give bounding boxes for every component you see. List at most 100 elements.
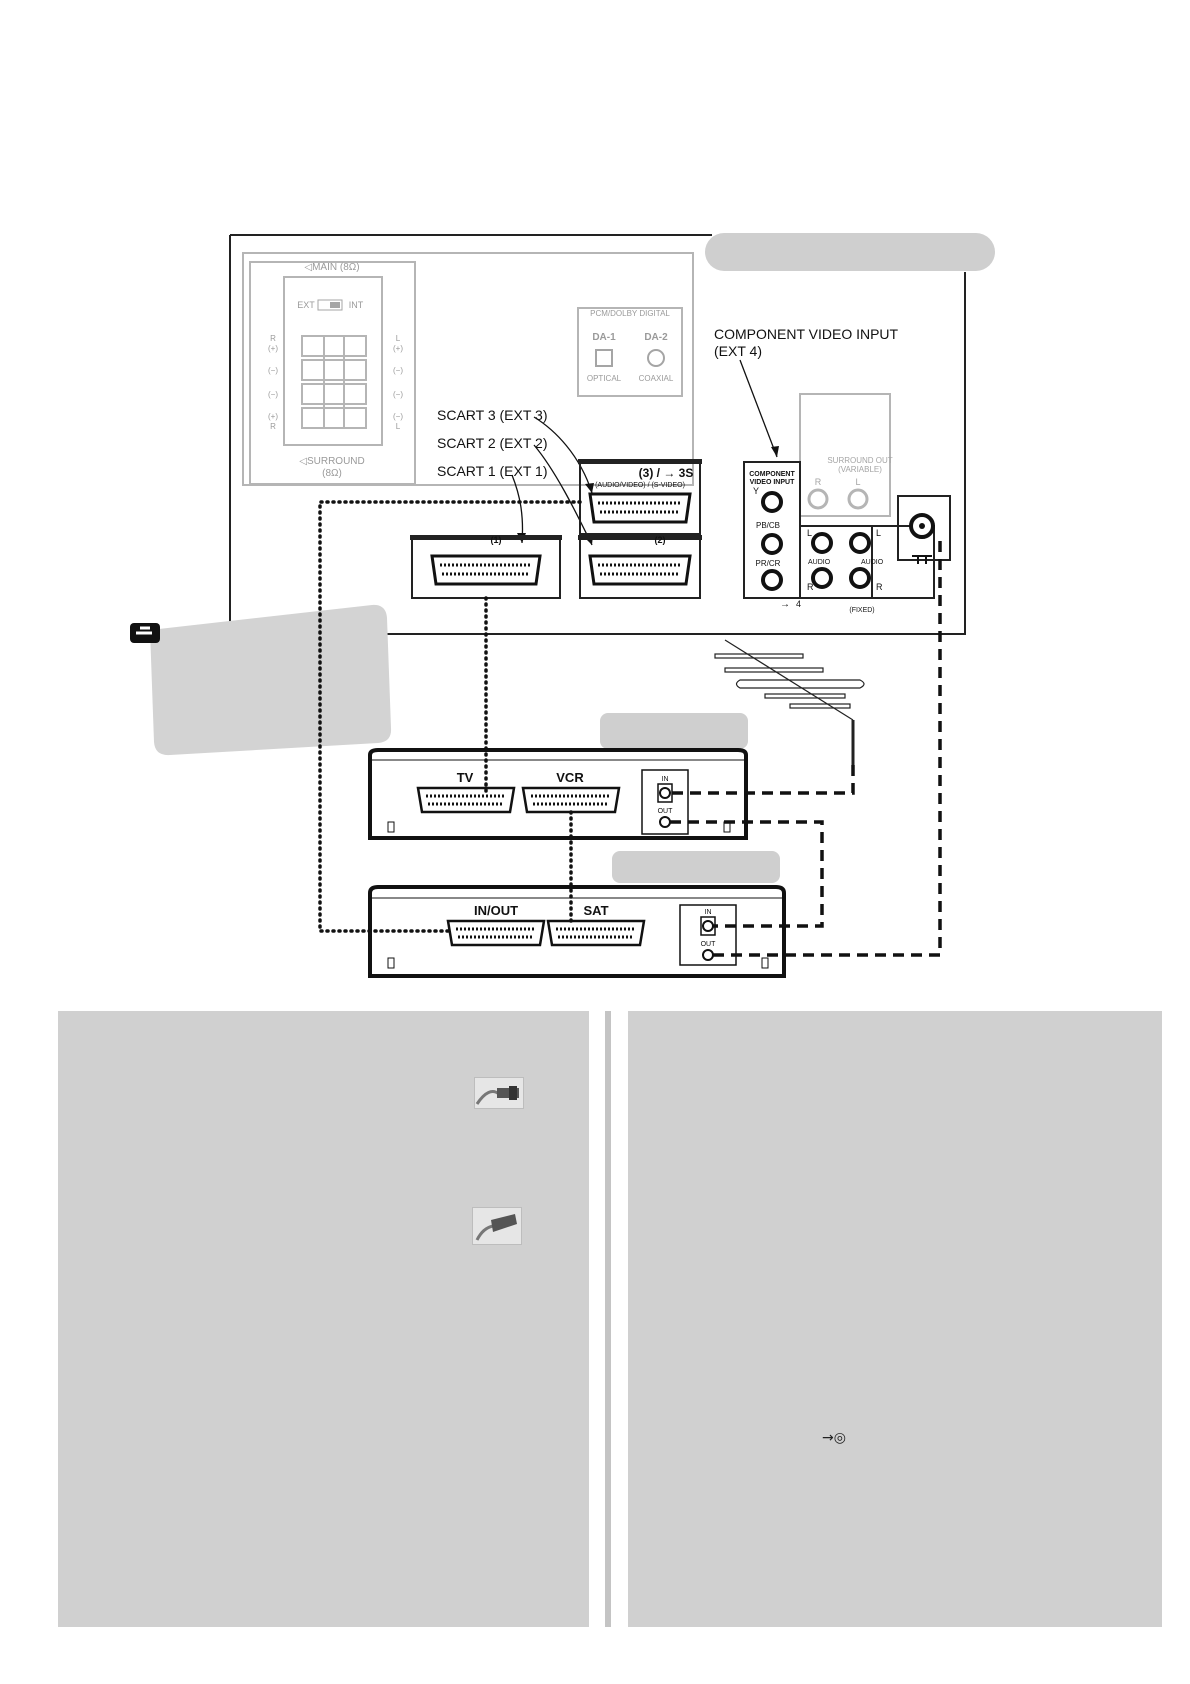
polarity-l: L bbox=[396, 334, 401, 343]
ext-label: EXT bbox=[297, 300, 315, 310]
surround-r: R bbox=[815, 477, 822, 487]
da1-label: DA-1 bbox=[592, 332, 616, 343]
note-box bbox=[150, 604, 392, 756]
antenna-icon bbox=[714, 639, 865, 721]
tv-rear-panel bbox=[229, 234, 966, 635]
device2-rf-panel bbox=[679, 904, 737, 966]
ext4-audio-r-jack[interactable] bbox=[811, 567, 833, 589]
fixed-audio-l: L bbox=[876, 528, 881, 538]
scart3-sub: (AUDIO/VIDEO) / (S-VIDEO) bbox=[595, 482, 685, 489]
rf-cables bbox=[670, 537, 942, 957]
scart-cable-icon bbox=[472, 1207, 522, 1245]
scart1-header: (1) bbox=[491, 535, 502, 545]
ext4-audio-l-jack[interactable] bbox=[811, 532, 833, 554]
device1-tv-label: TV bbox=[457, 770, 474, 785]
scart-cable-ext3-to-sat-inout bbox=[318, 500, 582, 933]
device2-out-label: OUT bbox=[701, 941, 717, 948]
polarity-minus-3: (−) bbox=[393, 366, 403, 375]
component-box-line2: VIDEO INPUT bbox=[750, 479, 795, 486]
variable-label: (VARIABLE) bbox=[838, 465, 882, 474]
device2-sat-scart[interactable] bbox=[546, 919, 646, 947]
scart3-socket[interactable] bbox=[588, 492, 692, 524]
device1-label-pill bbox=[600, 713, 748, 749]
y-jack[interactable] bbox=[761, 491, 783, 513]
scart2-header: (2) bbox=[655, 535, 666, 545]
polarity-minus-1: (−) bbox=[268, 366, 278, 375]
pr-label: PR/CR bbox=[756, 559, 781, 568]
ext4-audio-l: L bbox=[807, 528, 812, 538]
component-callout: COMPONENT VIDEO INPUT bbox=[714, 326, 899, 342]
polarity-r: R bbox=[270, 334, 276, 343]
speaker-terminals bbox=[301, 335, 367, 429]
device2-inout-scart[interactable] bbox=[446, 919, 546, 947]
device1-tv-scart[interactable] bbox=[416, 786, 516, 814]
right-info-panel bbox=[628, 1011, 1162, 1627]
scart3-callout: SCART 3 (EXT 3) bbox=[437, 407, 547, 423]
scart3-header: (3) / → 3S bbox=[639, 466, 694, 480]
surround-out-label: SURROUND OUT bbox=[827, 456, 892, 465]
device1-vcr-label: VCR bbox=[556, 770, 584, 785]
fixed-audio-frame bbox=[871, 525, 935, 599]
device1-rf-out[interactable] bbox=[659, 816, 671, 828]
coaxial-port bbox=[647, 349, 665, 367]
polarity-minus-5: (−) bbox=[393, 412, 403, 421]
polarity-r-2: R bbox=[270, 422, 276, 431]
digital-out-frame bbox=[577, 307, 683, 397]
speaker-terminal-block bbox=[283, 276, 383, 446]
scart1-socket[interactable] bbox=[430, 554, 542, 586]
rf-cable-sat-to-tv bbox=[713, 537, 942, 957]
scart1-callout: SCART 1 (EXT 1) bbox=[437, 463, 547, 479]
surround-r-jack bbox=[807, 488, 829, 510]
device1-in-label: IN bbox=[662, 776, 669, 783]
polarity-l-2: L bbox=[396, 422, 401, 431]
ext4-number: 4 bbox=[796, 599, 801, 609]
scart2-socket[interactable] bbox=[588, 554, 692, 586]
device1-rf-in[interactable] bbox=[659, 787, 671, 799]
ext4-audio-r: R bbox=[807, 582, 814, 592]
rf-cable-vcr-to-sat bbox=[670, 820, 824, 928]
fixed-audio-r: R bbox=[876, 582, 883, 592]
tv-label-pill bbox=[705, 233, 995, 271]
input-arrow-icon: →◎ bbox=[822, 1430, 846, 1446]
pr-jack[interactable] bbox=[761, 569, 783, 591]
speaker-terminal-frame bbox=[249, 261, 416, 485]
pb-jack[interactable] bbox=[761, 533, 783, 555]
device2-rf-in[interactable] bbox=[702, 920, 714, 932]
component-box-line1: COMPONENT bbox=[749, 471, 795, 478]
fixed-audio-l-jack[interactable] bbox=[849, 532, 871, 554]
polarity-plus-1: (+) bbox=[268, 344, 278, 353]
panel-divider bbox=[605, 1011, 611, 1627]
ext4-arrow-icon: → bbox=[780, 599, 790, 610]
device2-in-label: IN bbox=[705, 909, 712, 916]
device2-inout-label: IN/OUT bbox=[474, 903, 518, 918]
device2-label-pill bbox=[612, 851, 780, 883]
digital-header: PCM/DOLBY DIGITAL bbox=[590, 309, 670, 318]
device2-sat-label: SAT bbox=[583, 903, 608, 918]
coaxial-label: COAXIAL bbox=[639, 374, 674, 383]
int-label: INT bbox=[349, 300, 364, 310]
fixed-label: (FIXED) bbox=[849, 607, 874, 614]
fixed-audio-r-jack[interactable] bbox=[849, 567, 871, 589]
scart2-callout: SCART 2 (EXT 2) bbox=[437, 435, 547, 451]
surround-speaker-label: ◁SURROUND bbox=[299, 456, 364, 467]
ext4-audio-label: AUDIO bbox=[808, 559, 831, 566]
greyed-speaker-area bbox=[242, 252, 694, 486]
component-callout-ext: (EXT 4) bbox=[714, 343, 762, 359]
polarity-minus-2: (−) bbox=[268, 390, 278, 399]
surround-ohm-label: (8Ω) bbox=[322, 468, 342, 479]
rf-cable-icon bbox=[474, 1077, 524, 1109]
pb-label: PB/CB bbox=[756, 521, 780, 530]
device1-rf-panel bbox=[641, 769, 689, 835]
device1-out-label: OUT bbox=[658, 808, 674, 815]
surround-out-frame bbox=[799, 393, 891, 517]
surround-l: L bbox=[855, 477, 860, 487]
device1-vcr-scart[interactable] bbox=[521, 786, 621, 814]
device2-rf-out[interactable] bbox=[702, 949, 714, 961]
main-speaker-label: ◁MAIN (8Ω) bbox=[304, 262, 359, 273]
da2-label: DA-2 bbox=[644, 332, 668, 343]
connection-diagram: ◁MAIN (8Ω) EXT INT R (+) (−) (−) (+) R L… bbox=[130, 233, 995, 978]
polarity-plus-2: (+) bbox=[268, 412, 278, 421]
optical-port bbox=[595, 349, 613, 367]
scart-cables bbox=[318, 500, 582, 933]
y-label: Y bbox=[753, 486, 759, 496]
